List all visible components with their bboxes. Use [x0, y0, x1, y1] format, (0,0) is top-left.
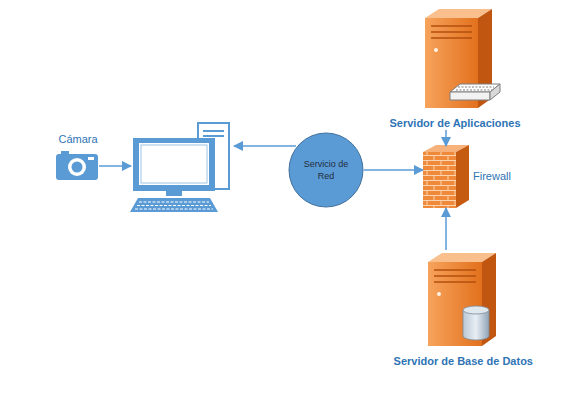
app-server-icon: [425, 9, 500, 108]
service-circle: Servicio de Red: [288, 132, 364, 208]
circle-label: Servicio de Red: [288, 158, 364, 182]
camera-node: Cámara: [50, 133, 106, 181]
node-label: Firewall: [473, 170, 511, 183]
connector-arrow: [445, 208, 447, 250]
computer-icon: [130, 123, 229, 212]
node-label: Cámara: [50, 133, 106, 146]
connector-arrow: [445, 130, 447, 146]
firewall-node: Firewall: [423, 146, 523, 208]
server-node: Servidor de Aplicaciones: [380, 4, 530, 130]
camera-icon: [56, 151, 98, 180]
camera-arrow: [99, 165, 131, 167]
network-arrow: [234, 145, 296, 147]
db-server-icon: [428, 253, 496, 346]
firewall-icon: [423, 145, 469, 208]
node-label: Servidor de Aplicaciones: [380, 117, 530, 130]
connector-arrow: [364, 169, 423, 171]
node-label: Servidor de Base de Datos: [390, 355, 536, 368]
server-node: Servidor de Base de Datos: [390, 250, 536, 368]
circle-shape: [288, 132, 364, 208]
